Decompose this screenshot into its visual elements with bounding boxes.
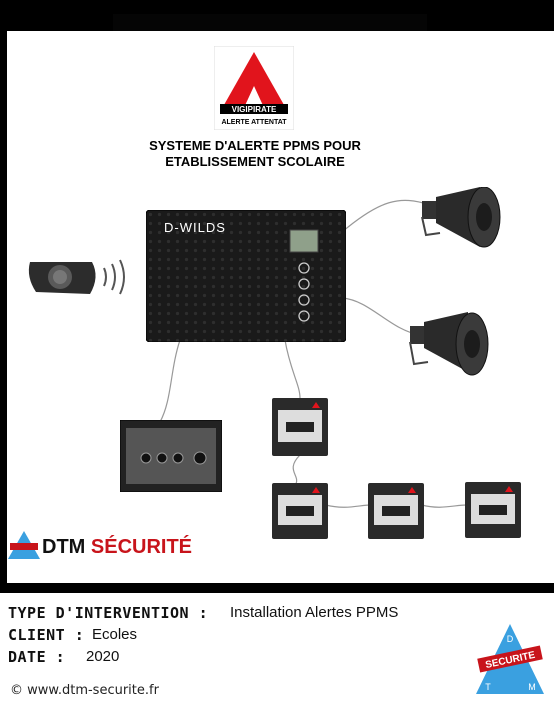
alarm-button-icon [465,482,521,538]
client-label: CLIENT : [8,626,85,644]
dtm-triangle-icon [8,531,40,559]
alarm-button-icon [272,398,328,456]
brand-dtm: DTM [42,536,86,558]
company-brand: DTM SÉCURITÉ [42,536,192,559]
alarm-button-icon [272,483,328,539]
logo-letter-m: M [528,682,536,692]
interface-box [120,420,222,492]
type-value: Installation Alertes PPMS [230,604,399,621]
website-link[interactable]: © www.dtm-securite.fr [10,683,159,698]
vigipirate-subtext: ALERTE ATTENTAT [221,119,287,126]
type-label: TYPE D'INTERVENTION : [8,604,209,622]
remote-control-icon [28,259,125,295]
client-value: Ecoles [92,626,138,643]
brand-securite: SÉCURITÉ [90,536,193,558]
headline-line-1: SYSTEME D'ALERTE PPMS POUR [149,138,361,153]
headline: SYSTEME D'ALERTE PPMS POUR ETABLISSEMENT… [120,138,390,170]
central-unit: D-WILDS [146,210,346,342]
top-bar [113,14,427,31]
speaker-icon [421,187,501,248]
speaker-icon [409,312,489,376]
logo-letter-d: D [507,634,514,644]
headline-line-2: ETABLISSEMENT SCOLAIRE [165,154,345,169]
date-value: 2020 [86,648,120,665]
vigipirate-logo: VIGIPIRATE ALERTE ATTENTAT [214,46,294,130]
info-section [0,593,554,703]
central-unit-brand: D-WILDS [164,220,226,235]
logo-letter-t: T [485,682,491,692]
alarm-button-icon [368,483,424,539]
dtm-logo: SECURITE D T M [476,624,544,694]
vigipirate-text: VIGIPIRATE [232,105,277,114]
date-label: DATE : [8,648,66,666]
